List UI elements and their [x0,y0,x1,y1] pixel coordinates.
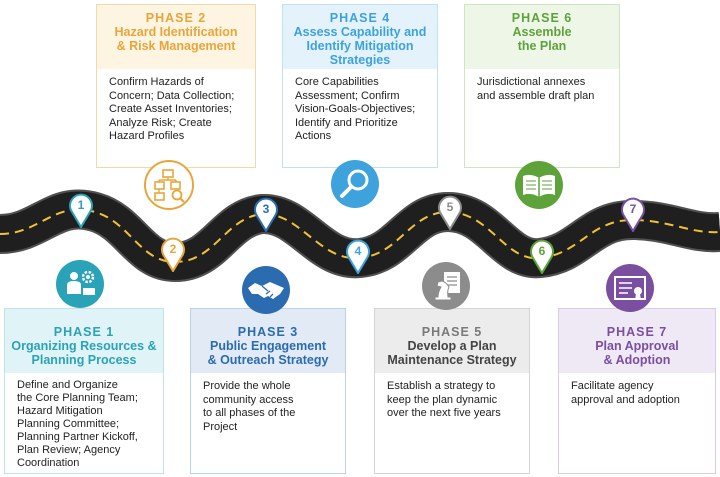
phase-5-title-line1: Develop a Plan [407,339,497,353]
open-book-icon [515,161,563,209]
phase-2-label: PHASE 2 [145,11,207,25]
phase-1-label: PHASE 1 [53,325,115,339]
phase-6-marker: 6 [530,239,554,274]
phase-7-title-line1: Plan Approval [595,339,679,353]
phase-4-title-line1: Assess Capability and [293,25,427,39]
phase-6-label: PHASE 6 [511,11,573,25]
phase-6-box: PHASE 6 Assemble the Plan Jurisdictional… [464,4,620,168]
phase-4-number: 4 [355,244,362,258]
phase-1-number: 1 [78,198,85,212]
phase-1-text-line: the Core Planning Team; [17,392,138,404]
phase-1-title-line2: Planning Process [31,353,137,367]
phase-2-title-line1: Hazard Identification [114,25,238,39]
phase-6-description: Jurisdictional annexes and assemble draf… [465,69,619,109]
phase-4-text-line: Actions [295,130,332,143]
phase-5-text-line: keep the plan dynamic [387,393,498,406]
phase-7-text-line: Facilitate agency [571,380,654,392]
phase-3-description: Provide the whole community access to al… [191,373,345,440]
phase-3-title-line1: Public Engagement [210,339,326,353]
phase-4-title-line3: Strategies [329,53,391,67]
phase-2-text-line: Confirm Hazards of [109,76,204,88]
phase-1-text-line: Planning Committee; [17,418,120,430]
phase-5-title-line2: Maintenance Strategy [387,353,517,367]
phase-1-box: PHASE 1 Organizing Resources & Planning … [4,308,164,474]
phase-4-box: PHASE 4 Assess Capability and Identify M… [282,4,438,168]
phase-2-title-line2: & Risk Management [116,39,236,53]
phase-6-text-line: Jurisdictional annexes [477,76,586,88]
phase-7-text-line: approval and adoption [571,393,680,406]
phase-1-marker: 1 [69,193,93,228]
phase-3-text-line: to all phases of the [203,407,296,420]
handshake-icon [242,266,290,314]
phase-2-text-line: Create Asset Inventories; [109,103,232,116]
phase-7-box: PHASE 7 Plan Approval & Adoption Facilit… [558,308,716,474]
phase-7-number: 7 [630,202,637,216]
phase-1-text-line: Hazard Mitigation [17,405,103,417]
phase-1-text-line: Define and Organize [17,379,118,391]
phase-1-text-line: Plan Review; Agency [17,444,121,456]
phase-4-title-line2: Identify Mitigation [306,39,414,53]
phase-1-title-line1: Organizing Resources & [11,339,157,353]
phase-3-text-line: Project [203,420,238,433]
phase-4-text-line: Core Capabilities [295,76,379,88]
phase-3-text-line: Provide the whole [203,380,291,392]
phase-1-text-line: Planning Partner Kickoff, [17,431,138,443]
phase-6-title-line2: the Plan [517,39,567,53]
phase-4-text-line: Assessment; Confirm [295,89,400,102]
phase-2-description: Confirm Hazards of Concern; Data Collect… [97,69,255,150]
phase-5-text-line: Establish a strategy to [387,380,496,392]
phase-5-description: Establish a strategy to keep the plan dy… [375,373,529,427]
phase-5-marker: 5 [438,195,462,230]
phase-6-number: 6 [539,244,546,258]
phase-3-title-line2: & Outreach Strategy [207,353,329,367]
phase-5-box: PHASE 5 Develop a Plan Maintenance Strat… [374,308,530,474]
people-gear-icon [56,260,104,308]
flowchart-search-icon [144,160,194,210]
phase-7-marker: 7 [621,197,645,232]
phase-2-text-line: Concern; Data Collection; [109,89,235,102]
phase-2-marker: 2 [161,237,185,272]
phase-2-text-line: Analyze Risk; Create [109,116,212,129]
phase-3-marker: 3 [254,197,278,232]
phase-1-description: Define and Organize the Core Planning Te… [5,373,163,476]
phase-4-text-line: Identify and Prioritize [295,116,398,129]
phase-3-number: 3 [263,202,270,216]
phase-7-label: PHASE 7 [606,325,668,339]
phase-3-label: PHASE 3 [237,325,299,339]
phase-3-box: PHASE 3 Public Engagement & Outreach Str… [190,308,346,474]
phase-4-description: Core Capabilities Assessment; Confirm Vi… [283,69,437,150]
phase-7-title-line2: & Adoption [603,353,671,367]
phase-1-text-line: Coordination [17,457,80,469]
certificate-icon [606,264,654,312]
phase-2-number: 2 [170,242,177,256]
phase-6-title-line1: Assemble [512,25,572,39]
phase-2-text-line: Hazard Profiles [109,130,185,143]
phase-3-text-line: community access [203,393,294,406]
phase-4-marker: 4 [346,239,370,274]
phase-2-box: PHASE 2 Hazard Identification & Risk Man… [96,4,256,168]
chess-knight-document-icon [422,262,470,310]
phase-5-text-line: over the next five years [387,407,501,420]
magnifier-icon [331,160,379,208]
phase-5-label: PHASE 5 [421,325,483,339]
phase-7-description: Facilitate agency approval and adoption [559,373,715,413]
phase-6-text-line: and assemble draft plan [477,89,595,102]
phase-4-label: PHASE 4 [329,11,391,25]
phase-5-number: 5 [447,200,454,214]
phase-4-text-line: Vision-Goals-Objectives; [295,103,416,116]
